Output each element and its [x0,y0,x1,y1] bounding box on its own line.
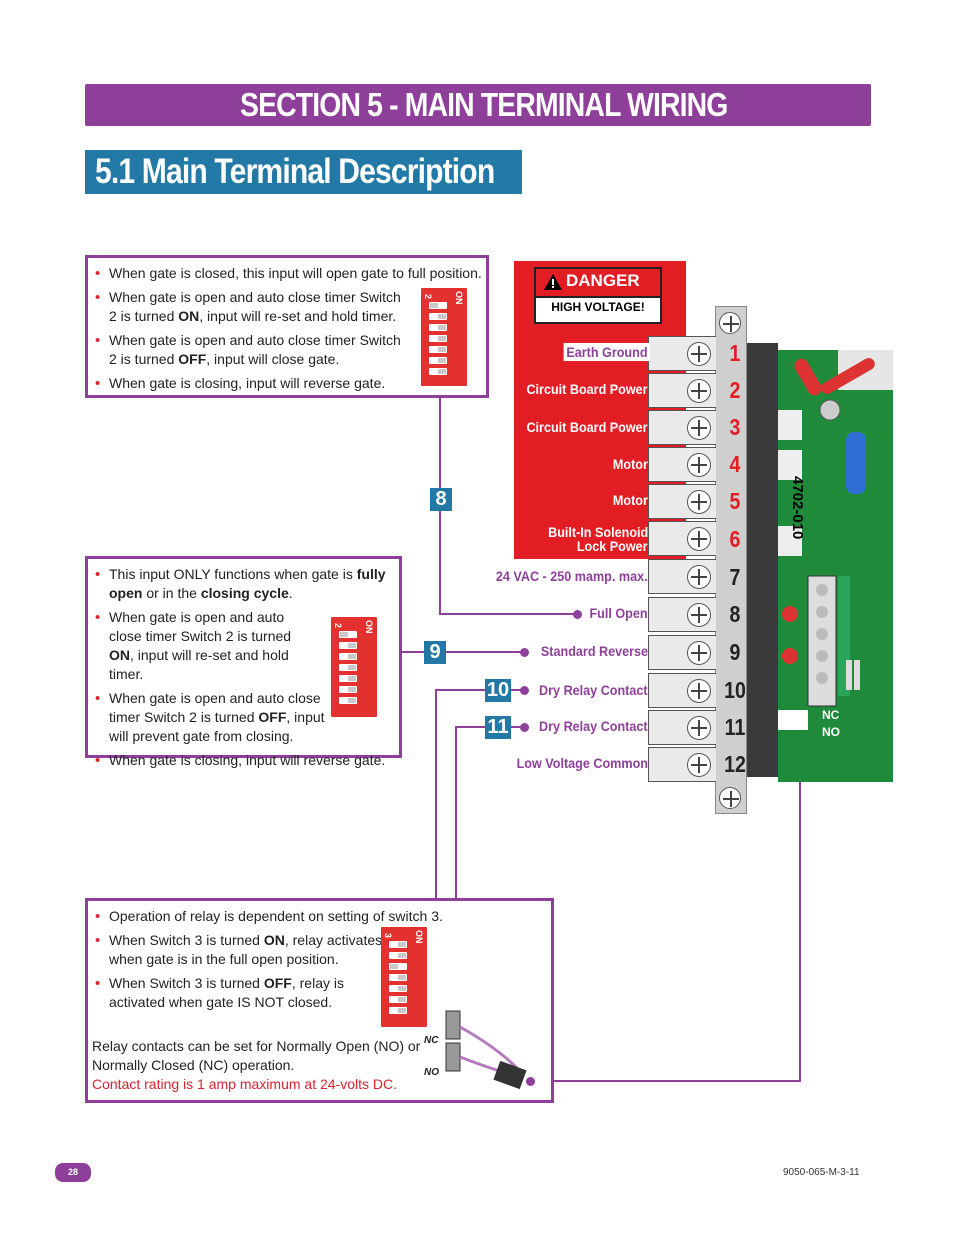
contact-rating-note: Contact rating is 1 amp maximum at 24-vo… [92,1076,397,1092]
box9-bullet-3: When gate is open and auto close timer S… [90,689,329,746]
connector-dot [573,610,582,619]
terminal-screw-icon [687,527,711,551]
terminal-label-3: Circuit Board Power [526,419,648,435]
terminal-number-2: 2 [729,377,741,403]
box8-bullet-4: When gate is closing, input will reverse… [90,374,485,393]
terminal-label-7: 24 VAC - 250 mamp. max. [496,568,648,584]
terminal-label-8: Full Open [589,605,648,621]
pcb-nc-label: NC [822,708,840,722]
standard-reverse-info-box: This input ONLY functions when gate is f… [85,556,402,770]
connector-dot [520,723,529,732]
terminal-cell-4 [648,447,716,482]
section-title-banner: SECTION 5 - MAIN TERMINAL WIRING [85,84,871,126]
terminal-label-9: Standard Reverse [540,643,648,659]
terminal-number-11: 11 [724,714,746,740]
terminal-label-2: Circuit Board Power [526,381,648,397]
callout-11: 11 [485,716,511,739]
document-code: 9050-065-M-3-11 [783,1167,860,1178]
terminal-number-1: 1 [729,340,741,366]
callout-10: 10 [485,679,511,702]
terminal-screw-icon [687,679,711,703]
terminal-number-7: 7 [729,564,741,590]
terminal-cell-8 [648,597,716,632]
nc-label: NC [424,1035,439,1046]
terminal-number-3: 3 [729,414,741,440]
box9-bullet-1: This input ONLY functions when gate is f… [90,565,389,603]
box8-bullet-3: When gate is open and auto close timer S… [90,331,409,369]
terminal-cell-10 [648,673,716,708]
terminal-number-10: 10 [724,677,746,703]
terminal-number-6: 6 [729,526,741,552]
terminal-screw-icon [687,641,711,665]
terminal-cell-3 [648,410,716,445]
terminal-label-6b: Lock Power [577,538,648,554]
dip-switch-graphic: ON 2 [421,288,467,386]
box10-bullet-2: When Switch 3 is turned ON, relay activa… [90,931,384,969]
terminal-rail [747,343,778,777]
terminal-cell-6 [648,521,716,556]
terminal-label-11: Dry Relay Contact [539,718,648,734]
danger-word: DANGER [566,271,640,290]
terminal-label-5: Motor [612,492,648,508]
terminal-block [715,306,747,814]
board-part-number: 4702-010 [789,476,806,540]
danger-subtext: HIGH VOLTAGE! [551,300,645,314]
terminal-screw-icon [687,565,711,589]
relay-jumper-graphic [445,1010,527,1090]
box9-bullet-2: When gate is open and auto close timer S… [90,608,319,684]
callout-9: 9 [424,641,446,664]
terminal-label-4: Motor [612,456,648,472]
page-number: 28 [55,1163,91,1182]
terminal-cell-1 [648,336,716,371]
terminal-screw-icon [687,416,711,440]
terminal-screw-icon [687,603,711,627]
circuit-board-details [778,350,898,730]
box8-bullet-2: When gate is open and auto close timer S… [90,288,409,326]
connector-dot [520,648,529,657]
box10-bullet-1: Operation of relay is dependent on setti… [90,907,550,926]
dip-switch-graphic: ON 2 [331,617,377,717]
terminal-screw-icon [687,490,711,514]
circuit-board-graphic: 4702-010 NC NO [778,350,898,782]
terminal-label-10: Dry Relay Contact [539,682,648,698]
box10-bullet-3: When Switch 3 is turned OFF, relay is ac… [90,974,369,1012]
mounting-screw-icon [719,787,741,809]
terminal-label-1: Earth Ground [563,343,650,361]
terminal-screw-icon [687,753,711,777]
terminal-cell-12 [648,747,716,782]
subsection-title: 5.1 Main Terminal Description [95,152,495,191]
terminal-screw-icon [687,716,711,740]
connector-dot [526,1077,535,1086]
danger-sign: DANGER HIGH VOLTAGE! [534,267,662,324]
box9-bullet-4: When gate is closing, input will reverse… [90,751,395,770]
subsection-title-banner: 5.1 Main Terminal Description [85,150,522,194]
relay-paragraph: Relay contacts can be set for Normally O… [92,1038,421,1073]
terminal-number-9: 9 [729,639,741,665]
terminal-cell-2 [648,373,716,408]
full-open-info-box: When gate is closed, this input will ope… [85,255,489,398]
terminal-number-8: 8 [729,601,741,627]
terminal-screw-icon [687,342,711,366]
dip-switch-graphic: ON 3 [381,927,427,1027]
terminal-number-4: 4 [729,451,741,477]
box8-bullet-1: When gate is closed, this input will ope… [90,264,485,283]
relay-info-box: Operation of relay is dependent on setti… [85,898,554,1103]
terminal-cell-11 [648,710,716,745]
terminal-cell-5 [648,484,716,519]
no-label: NO [424,1067,439,1078]
terminal-number-12: 12 [724,751,746,777]
terminal-cell-7 [648,559,716,594]
terminal-cell-9 [648,635,716,670]
terminal-label-6: Built-In Solenoid [547,524,648,540]
callout-8: 8 [430,488,452,511]
pcb-no-label: NO [822,725,840,739]
connector-dot [520,686,529,695]
warning-triangle-icon [544,274,562,290]
section-title: SECTION 5 - MAIN TERMINAL WIRING [240,86,728,123]
mounting-screw-icon [719,312,741,334]
terminal-screw-icon [687,453,711,477]
terminal-number-5: 5 [729,488,741,514]
terminal-screw-icon [687,379,711,403]
terminal-label-12: Low Voltage Common [516,755,648,771]
